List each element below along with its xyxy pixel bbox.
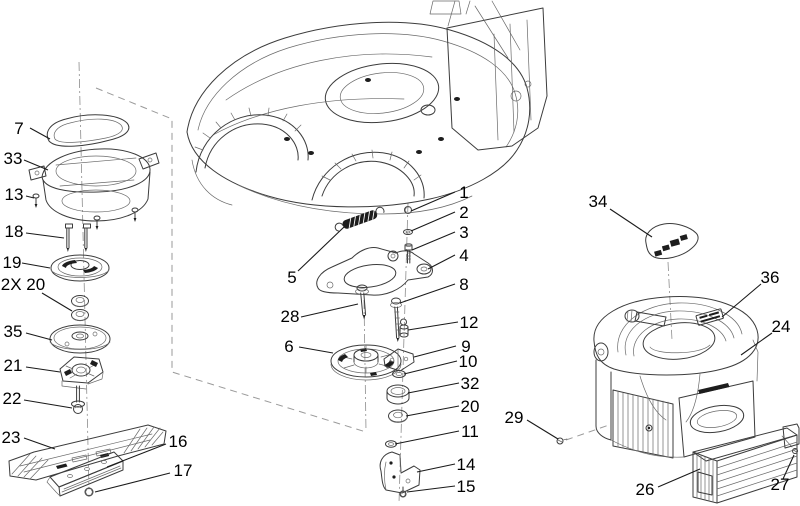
- deck-bolt-dots: [284, 78, 460, 155]
- callout-24: 24: [772, 317, 791, 336]
- engine-decal-drawing: [645, 223, 699, 260]
- callout-1: 1: [459, 183, 468, 202]
- spindle-bolts-drawing: [65, 223, 91, 252]
- callout-22: 22: [3, 389, 22, 408]
- blade-nut-drawing: [84, 487, 94, 497]
- callout-2x20: 2X 20: [1, 275, 45, 294]
- engine-screw-left-drawing: [556, 437, 568, 445]
- disc-drawing: [49, 324, 111, 354]
- callout-21: 21: [4, 356, 23, 375]
- engine-sticker-drawing: [695, 308, 724, 326]
- callout-23: 23: [2, 428, 21, 447]
- accelerator-drawing: [46, 451, 124, 497]
- callout-36: 36: [761, 268, 780, 287]
- brake-bracket-drawing: [316, 247, 433, 296]
- callout-32: 32: [461, 374, 480, 393]
- belt-cover-drawing: [28, 148, 160, 222]
- callout-5: 5: [287, 268, 296, 287]
- callout-26: 26: [636, 480, 655, 499]
- cover-screws-drawing: [32, 193, 139, 230]
- engine-drawing: [593, 296, 759, 459]
- callout-35: 35: [4, 322, 23, 341]
- callout-15: 15: [457, 477, 476, 496]
- bearings-2x-drawing: [71, 295, 89, 322]
- callout-10: 10: [459, 352, 478, 371]
- callout-33: 33: [4, 149, 23, 168]
- callout-29: 29: [505, 408, 524, 427]
- callout-18: 18: [5, 222, 24, 241]
- callout-27: 27: [771, 475, 790, 494]
- callout-16: 16: [169, 432, 188, 451]
- callout-17: 17: [174, 461, 193, 480]
- blade-drawing: [8, 424, 167, 481]
- callout-34: 34: [589, 192, 608, 211]
- callout-4: 4: [459, 246, 468, 265]
- mower-deck-drawing: [186, 0, 548, 215]
- upper-pulley-drawing: [50, 254, 110, 282]
- bracket-bolt-drawing: [355, 284, 369, 320]
- callout-3: 3: [459, 223, 468, 242]
- blade-bolt-drawing: [71, 385, 85, 414]
- brake-arm-bracket-drawing: [379, 451, 421, 494]
- leader-lines: [21, 127, 795, 493]
- callout-14: 14: [457, 455, 476, 474]
- callout-9: 9: [461, 337, 470, 356]
- callout-2: 2: [459, 203, 468, 222]
- fastener-stack-drawing: [383, 206, 415, 448]
- callout-13: 13: [5, 185, 24, 204]
- callout-6: 6: [284, 337, 293, 356]
- callout-11: 11: [461, 422, 479, 441]
- callout-8: 8: [459, 275, 468, 294]
- callout-20: 20: [461, 397, 480, 416]
- callout-7: 7: [14, 119, 23, 138]
- grille-screw-drawing: [792, 448, 798, 454]
- callout-12: 12: [460, 313, 479, 332]
- callout-28: 28: [281, 307, 300, 326]
- brake-spring-drawing: [334, 206, 385, 232]
- muffler-grille-drawing: [692, 423, 800, 504]
- idler-pulley-drawing: [330, 344, 402, 381]
- stack-screw-drawing: [399, 486, 407, 498]
- callout-labels: 7 33 13 18 19 2X 20 35 21 22 23 16 17 5 …: [1, 119, 791, 499]
- belt-drawing: [46, 114, 130, 147]
- blade-driver-drawing: [59, 356, 104, 390]
- boundary-dashed-line: [95, 87, 367, 433]
- callout-19: 19: [3, 253, 22, 272]
